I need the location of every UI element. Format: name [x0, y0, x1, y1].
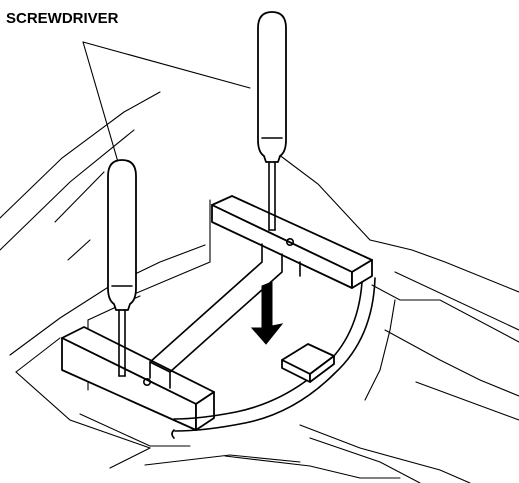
screw-hole-front	[143, 377, 152, 386]
callout-leaders	[82, 41, 251, 163]
screw-hole-rear	[285, 238, 294, 247]
cable	[171, 277, 376, 439]
press-arrow-icon	[250, 281, 284, 345]
screwdriver-right	[257, 11, 287, 231]
leader-line-right	[82, 41, 251, 89]
mounting-bracket	[61, 195, 373, 431]
screwdriver-left	[107, 159, 137, 377]
callout-label-screwdriver: SCREWDRIVER	[6, 10, 119, 27]
leader-line-left	[82, 41, 119, 163]
latch-tab	[281, 343, 335, 383]
